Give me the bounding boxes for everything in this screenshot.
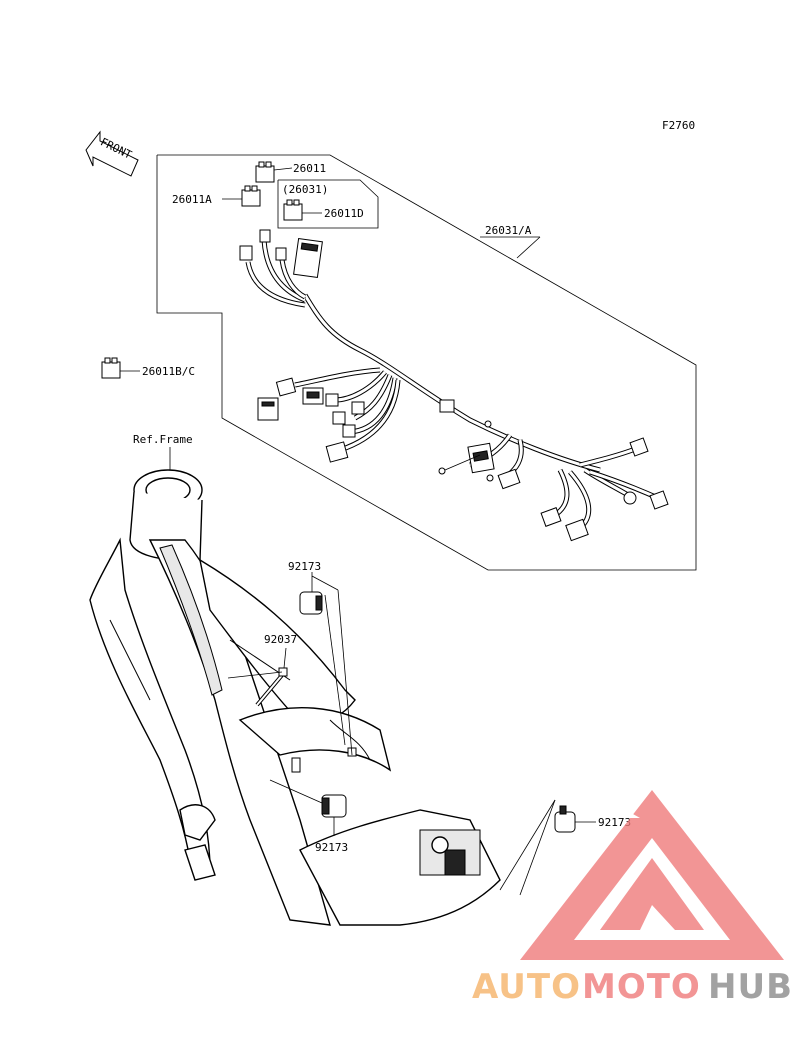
label-92173-bottom: 92173 bbox=[315, 841, 348, 854]
label-26031a: 26031/A bbox=[485, 224, 532, 237]
label-92173-top: 92173 bbox=[288, 560, 321, 573]
motorcycle-frame bbox=[89, 469, 501, 926]
clamp-92173-bottom-icon bbox=[321, 794, 347, 818]
ref-frame-label: Ref.Frame bbox=[133, 433, 193, 446]
clamp-92173-top-icon bbox=[299, 591, 323, 615]
connector-26011a-icon bbox=[241, 185, 261, 207]
connector-26011bc-icon bbox=[101, 357, 121, 379]
logo-word-hub: HUB bbox=[708, 967, 793, 1007]
label-26011a: 26011A bbox=[172, 193, 212, 206]
label-26011: 26011 bbox=[293, 162, 326, 175]
front-arrow-icon: FRONT bbox=[85, 130, 139, 177]
wiring-harness bbox=[239, 229, 669, 542]
label-26031-paren: (26031) bbox=[282, 183, 328, 196]
figure-code: F2760 bbox=[662, 119, 695, 132]
connector-26011d-icon bbox=[283, 199, 303, 221]
connector-26011-icon bbox=[255, 161, 275, 183]
label-92037: 92037 bbox=[264, 633, 297, 646]
logo-word-auto: AUTO bbox=[472, 967, 581, 1007]
label-26011bc: 26011B/C bbox=[142, 365, 195, 378]
clamp-92173-right-icon bbox=[554, 805, 576, 833]
logo-word-moto: MOTO bbox=[582, 967, 701, 1007]
harness-group-outline bbox=[156, 154, 697, 571]
automotohub-logo: AUTO MOTO HUB bbox=[472, 790, 793, 1007]
label-26011d: 26011D bbox=[324, 207, 364, 220]
subassembly-outline bbox=[277, 179, 379, 229]
label-92173-right: 92173 bbox=[598, 816, 631, 829]
